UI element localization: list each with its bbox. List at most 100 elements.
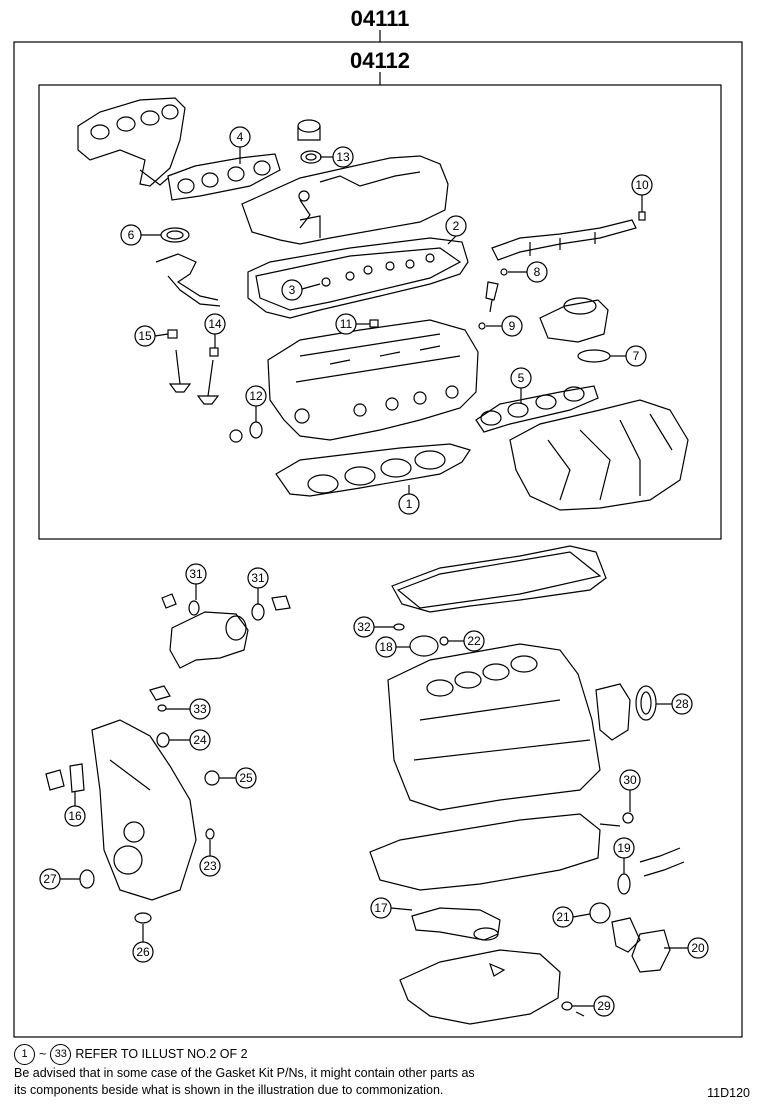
callout-2: 2 bbox=[445, 215, 467, 245]
intake-manifold-gasket bbox=[475, 385, 599, 433]
valve-exhaust bbox=[168, 349, 192, 393]
svg-text:6: 6 bbox=[128, 228, 135, 242]
callout-16: 16 bbox=[64, 792, 86, 827]
svg-text:15: 15 bbox=[138, 329, 152, 343]
head-cover-gasket-lower bbox=[391, 545, 607, 613]
callout-33: 33 bbox=[166, 698, 211, 720]
callout-5: 5 bbox=[510, 367, 532, 404]
callout-6: 6 bbox=[120, 224, 161, 246]
range-tilde: ~ bbox=[39, 1047, 47, 1061]
svg-text:13: 13 bbox=[336, 150, 350, 164]
callout-31-right: 31 bbox=[247, 567, 269, 604]
thermostat-gasket bbox=[589, 902, 611, 924]
callout-27: 27 bbox=[39, 868, 80, 890]
callout-13: 13 bbox=[320, 146, 354, 168]
callout-9: 9 bbox=[478, 315, 523, 337]
callout-28: 28 bbox=[656, 693, 693, 715]
fuel-injector bbox=[485, 281, 499, 313]
advisory-line-1: Be advised that in some case of the Gask… bbox=[14, 1066, 475, 1080]
callout-30: 30 bbox=[619, 769, 641, 812]
fuel-rail bbox=[491, 219, 637, 261]
oil-strainer bbox=[411, 907, 501, 941]
exhaust-pipe bbox=[155, 253, 221, 307]
o-ring-23 bbox=[205, 828, 215, 840]
svg-text:8: 8 bbox=[534, 265, 541, 279]
svg-text:2: 2 bbox=[453, 219, 460, 233]
callout-12: 12 bbox=[245, 385, 267, 422]
svg-text:26: 26 bbox=[136, 945, 150, 959]
callout-1: 1 bbox=[398, 485, 420, 515]
callout-15: 15 bbox=[134, 325, 169, 347]
callout-23: 23 bbox=[199, 840, 221, 877]
o-ring-26 bbox=[134, 912, 152, 924]
refer-note: 1 ~ 33 REFER TO ILLUST NO.2 OF 2 bbox=[14, 1044, 754, 1065]
svg-text:21: 21 bbox=[556, 910, 570, 924]
valve-stem-seal bbox=[209, 347, 219, 357]
exhaust-pipe-gasket bbox=[160, 227, 190, 243]
svg-text:25: 25 bbox=[239, 771, 253, 785]
cylinder-block bbox=[387, 643, 601, 811]
oil-seal-left bbox=[156, 732, 170, 748]
rear-oil-seal-retainer bbox=[595, 683, 631, 741]
svg-text:1: 1 bbox=[406, 497, 413, 511]
svg-text:12: 12 bbox=[249, 389, 263, 403]
callout-7: 7 bbox=[610, 345, 647, 367]
svg-text:30: 30 bbox=[623, 773, 637, 787]
valve-stem-seal-2 bbox=[167, 329, 178, 339]
svg-text:10: 10 bbox=[635, 178, 649, 192]
svg-text:33: 33 bbox=[193, 702, 207, 716]
cylinder-head-gasket bbox=[275, 443, 471, 497]
bolt-gasket-30 bbox=[599, 812, 634, 827]
svg-text:24: 24 bbox=[193, 733, 207, 747]
cylinder-head bbox=[267, 319, 479, 441]
callout-22: 22 bbox=[448, 630, 485, 652]
bypass-gasket bbox=[617, 873, 631, 895]
gasket-18 bbox=[409, 635, 439, 657]
svg-text:19: 19 bbox=[617, 841, 631, 855]
callout-26: 26 bbox=[132, 924, 154, 963]
rear-oil-seal bbox=[635, 685, 657, 721]
svg-text:9: 9 bbox=[509, 319, 516, 333]
oil-pan-upper bbox=[369, 813, 601, 891]
exhaust-manifold-gasket bbox=[167, 153, 281, 201]
throttle-body-gasket bbox=[577, 349, 611, 363]
valve-cover bbox=[241, 155, 449, 245]
svg-text:14: 14 bbox=[208, 317, 222, 331]
svg-text:4: 4 bbox=[237, 130, 244, 144]
svg-text:11: 11 bbox=[340, 317, 353, 331]
svg-text:7: 7 bbox=[633, 349, 640, 363]
spark-plug-tube-gasket bbox=[229, 421, 263, 443]
svg-text:20: 20 bbox=[691, 941, 705, 955]
water-outlet bbox=[169, 611, 249, 669]
timing-chain-cover bbox=[91, 719, 197, 901]
callout-25: 25 bbox=[219, 767, 257, 789]
exhaust-manifold bbox=[77, 97, 186, 187]
svg-text:23: 23 bbox=[203, 859, 217, 873]
valve-cover-gasket bbox=[247, 237, 469, 319]
callout-10: 10 bbox=[631, 174, 653, 221]
callout-20: 20 bbox=[664, 937, 709, 959]
callout-29: 29 bbox=[572, 995, 615, 1017]
o-ring-33 bbox=[149, 685, 171, 712]
water-bypass-pipe bbox=[639, 847, 685, 877]
inner-kit-frame bbox=[38, 84, 722, 540]
svg-text:5: 5 bbox=[518, 371, 525, 385]
outer-kit-number: 04111 bbox=[351, 6, 410, 31]
svg-text:31: 31 bbox=[251, 571, 265, 585]
drain-plug-gasket bbox=[561, 1001, 585, 1017]
water-outlet-gasket-left bbox=[161, 593, 200, 616]
callout-11: 11 bbox=[335, 313, 379, 335]
range-end-callout: 33 bbox=[50, 1044, 72, 1065]
callout-18: 18 bbox=[375, 636, 410, 658]
crankshaft-seal-front bbox=[79, 869, 95, 889]
thermostat bbox=[611, 917, 641, 953]
svg-text:3: 3 bbox=[289, 283, 296, 297]
intake-manifold bbox=[509, 399, 689, 511]
footer-notes: 1 ~ 33 REFER TO ILLUST NO.2 OF 2 Be advi… bbox=[14, 1044, 754, 1099]
o-ring-25 bbox=[204, 770, 220, 786]
inner-kit-number: 04112 bbox=[350, 48, 410, 73]
oil-filler-cap bbox=[297, 119, 321, 141]
svg-text:31: 31 bbox=[189, 567, 203, 581]
callout-21: 21 bbox=[552, 906, 591, 928]
illustration-code: 11D120 bbox=[707, 1086, 750, 1100]
